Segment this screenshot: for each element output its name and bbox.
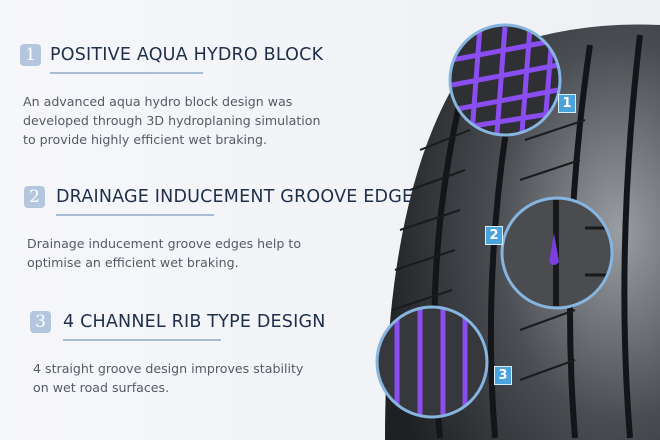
zoom-circle-1 (448, 23, 562, 137)
feature-number-badge: 1 (20, 44, 41, 66)
title-underline (50, 72, 203, 74)
zoom-circle-2 (500, 196, 614, 310)
feature-title: DRAINAGE INDUCEMENT GROOVE EDGE (56, 187, 414, 207)
title-underline (63, 339, 221, 341)
feature-description: Drainage inducement groove edges help to… (27, 234, 301, 272)
callout-badge-1: 1 (558, 94, 576, 113)
callout-badge-3: 3 (494, 366, 512, 385)
description-line: to provide highly efficient wet braking. (23, 132, 268, 147)
zoom-circle-3 (375, 305, 489, 419)
feature-title: POSITIVE AQUA HYDRO BLOCK (50, 45, 324, 65)
feature-description: 4 straight groove design improves stabil… (33, 359, 303, 397)
callout-badge-2: 2 (485, 226, 503, 245)
description-line: on wet road surfaces. (33, 380, 170, 395)
feature-number-badge: 2 (24, 186, 45, 208)
description-line: optimise an efficient wet braking. (27, 255, 239, 270)
feature-description: An advanced aqua hydro block design was … (23, 92, 320, 149)
description-line: Drainage inducement groove edges help to (27, 236, 302, 251)
feature-number-badge: 3 (30, 311, 51, 333)
description-line: 4 straight groove design improves stabil… (33, 361, 304, 376)
feature-title: 4 CHANNEL RIB TYPE DESIGN (63, 312, 326, 332)
description-line: developed through 3D hydroplaning simula… (23, 113, 321, 128)
description-line: An advanced aqua hydro block design was (23, 94, 293, 109)
title-underline (56, 214, 214, 216)
